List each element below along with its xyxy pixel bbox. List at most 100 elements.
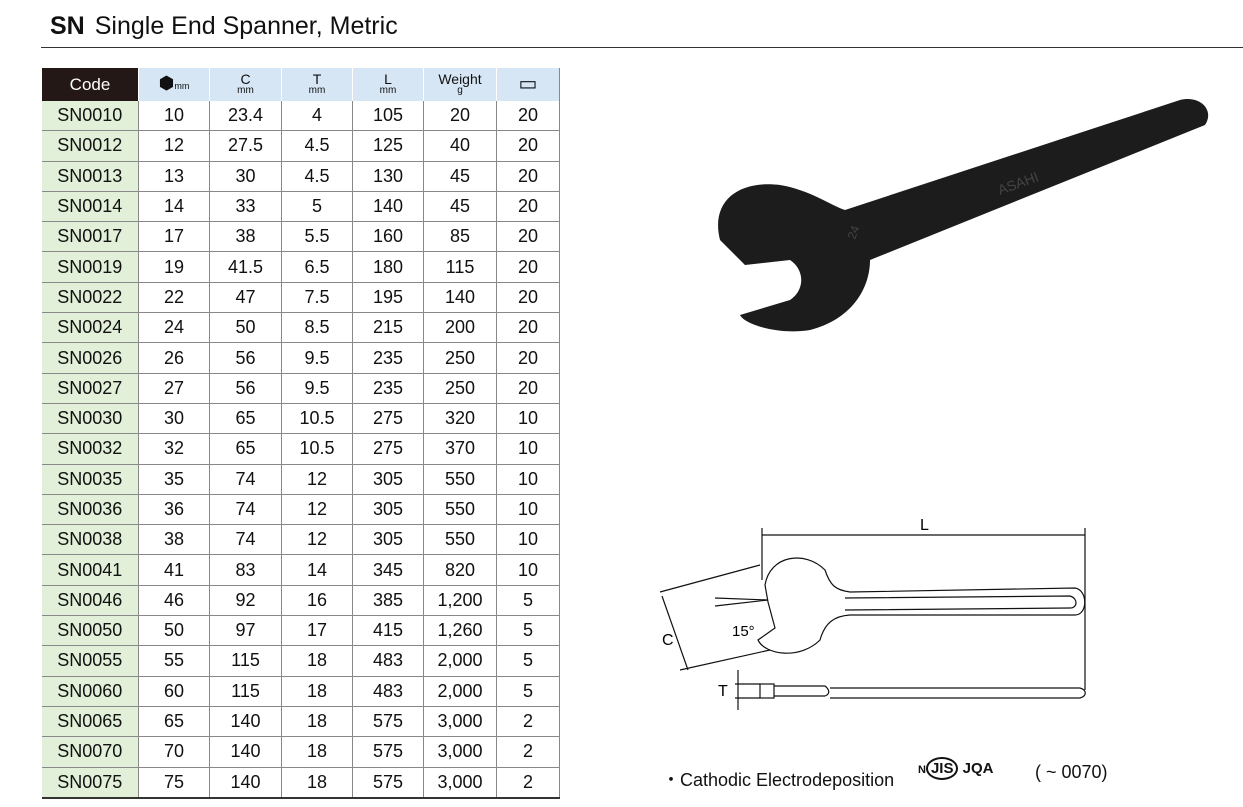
cell: 35 xyxy=(138,464,210,495)
svg-text:15°: 15° xyxy=(732,623,755,640)
cell: 140 xyxy=(209,767,282,799)
cell: 5.5 xyxy=(281,221,353,253)
cell: 195 xyxy=(352,282,424,314)
cell: 47 xyxy=(209,282,282,314)
cell: 33 xyxy=(209,191,282,223)
cell: 83 xyxy=(209,554,282,586)
product-code: SN0013 xyxy=(41,161,139,192)
cell: 18 xyxy=(281,767,353,799)
cell: 97 xyxy=(209,615,282,647)
cell: 41.5 xyxy=(209,251,282,283)
cell: 6.5 xyxy=(281,251,353,283)
cell: 4.5 xyxy=(281,130,353,162)
cell: 160 xyxy=(352,221,424,253)
cell: 20 xyxy=(496,130,560,162)
cell: 26 xyxy=(138,342,210,374)
cell: 9.5 xyxy=(281,342,353,374)
product-code: SN0030 xyxy=(41,403,139,435)
cell: 12 xyxy=(281,464,353,495)
cell: 115 xyxy=(209,645,282,677)
svg-text:T: T xyxy=(718,683,728,700)
cell: 10 xyxy=(496,403,560,435)
column-header: ▭ xyxy=(496,68,560,101)
cell: 2 xyxy=(496,767,560,799)
cell: 70 xyxy=(138,736,210,768)
cell: 30 xyxy=(209,161,282,192)
cell: 200 xyxy=(423,312,497,344)
cell: 5 xyxy=(496,585,560,617)
cell: 7.5 xyxy=(281,282,353,314)
cell: 2 xyxy=(496,706,560,738)
cell: 5 xyxy=(496,645,560,677)
product-code: SN0032 xyxy=(41,433,139,465)
cell: 65 xyxy=(209,433,282,465)
cell: 10 xyxy=(496,494,560,526)
cell: 36 xyxy=(138,494,210,526)
cell: 24 xyxy=(138,312,210,344)
cell: 55 xyxy=(138,645,210,677)
dimension-diagram: L C T 15° xyxy=(659,517,1086,710)
cell: 105 xyxy=(352,101,424,132)
cell: 235 xyxy=(352,342,424,374)
cell: 130 xyxy=(352,161,424,192)
cell: 305 xyxy=(352,524,424,556)
cell: 1,200 xyxy=(423,585,497,617)
product-code: SN0027 xyxy=(41,373,139,404)
cell: 20 xyxy=(496,101,560,132)
product-code: SN0014 xyxy=(41,191,139,223)
spanner-photo: ASAHI 24 xyxy=(718,99,1209,332)
cell: 56 xyxy=(209,373,282,404)
product-code: SN0024 xyxy=(41,312,139,344)
product-code: SN0038 xyxy=(41,524,139,556)
cell: 45 xyxy=(423,161,497,192)
cell: 74 xyxy=(209,464,282,495)
cell: 65 xyxy=(138,706,210,738)
cell: 20 xyxy=(496,282,560,314)
cell: 215 xyxy=(352,312,424,344)
cell: 65 xyxy=(209,403,282,435)
cell: 20 xyxy=(496,161,560,192)
cell: 305 xyxy=(352,464,424,495)
cell: 18 xyxy=(281,645,353,677)
product-code: SN0010 xyxy=(41,101,139,132)
cell: 125 xyxy=(352,130,424,162)
product-code: SN0012 xyxy=(41,130,139,162)
column-header: Code xyxy=(41,68,139,101)
cell: 140 xyxy=(352,191,424,223)
cell: 74 xyxy=(209,524,282,556)
cell: 20 xyxy=(496,221,560,253)
cell: 415 xyxy=(352,615,424,647)
cell: 16 xyxy=(281,585,353,617)
cell: 345 xyxy=(352,554,424,586)
cell: 38 xyxy=(138,524,210,556)
cell: 370 xyxy=(423,433,497,465)
cell: 20 xyxy=(496,373,560,404)
cell: 275 xyxy=(352,433,424,465)
cell: 32 xyxy=(138,433,210,465)
cell: 19 xyxy=(138,251,210,283)
cell: 22 xyxy=(138,282,210,314)
cell: 3,000 xyxy=(423,736,497,768)
certification-range: ( ~ 0070) xyxy=(1035,762,1108,782)
cell: 140 xyxy=(209,706,282,738)
cell: 10.5 xyxy=(281,433,353,465)
cell: 50 xyxy=(209,312,282,344)
